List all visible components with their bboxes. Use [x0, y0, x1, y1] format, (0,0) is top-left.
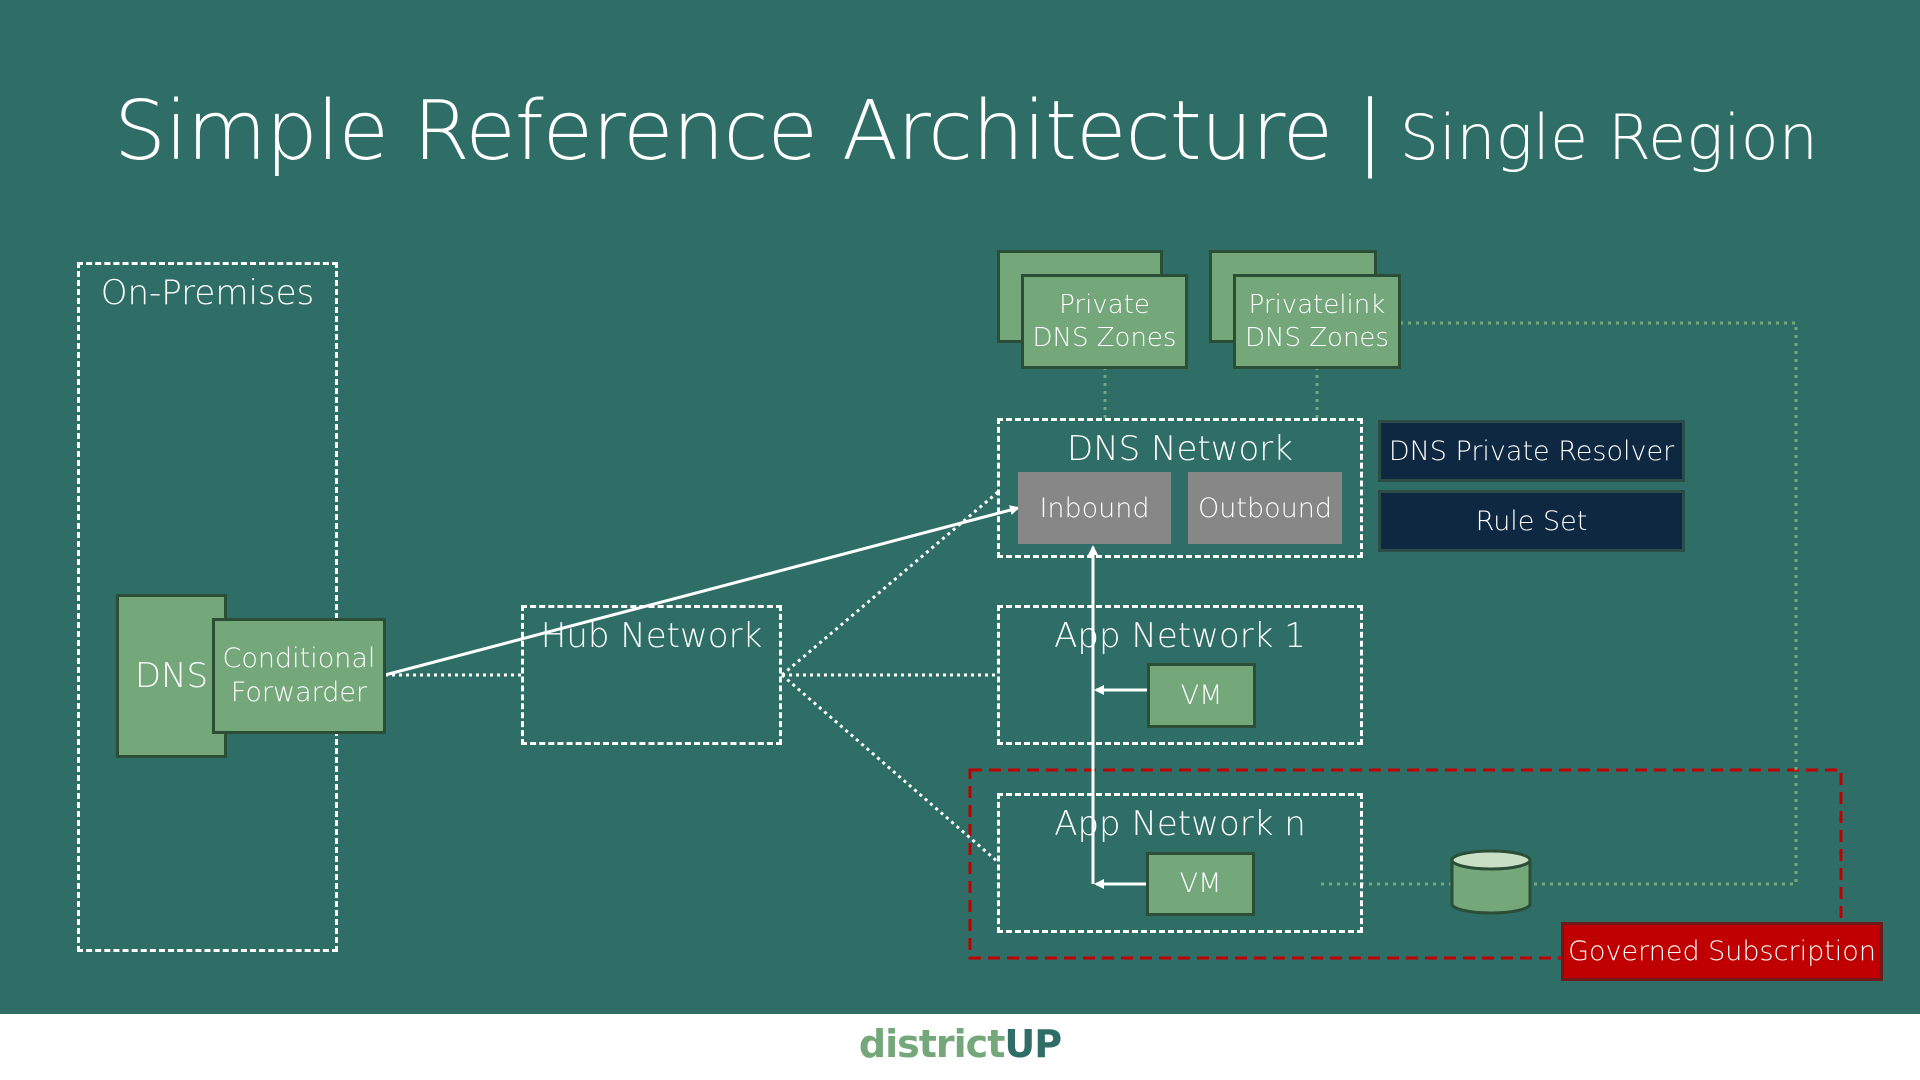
forwarder-line2: Forwarder	[230, 677, 368, 708]
dns-network-label: DNS Network	[1067, 429, 1293, 469]
outbound-endpoint: Outbound	[1188, 472, 1342, 544]
forwarder-inbound-arrow	[384, 505, 1020, 677]
logo-part-district: district	[858, 1022, 1005, 1066]
dns-private-resolver: DNS Private Resolver	[1378, 420, 1685, 482]
privatelink-dns-zones: Privatelink DNS Zones	[1233, 274, 1401, 369]
on-premises-label: On-Premises	[100, 273, 315, 313]
private-dns-zones: Private DNS Zones	[1021, 274, 1188, 369]
inbound-endpoint: Inbound	[1018, 472, 1171, 544]
dns-server: DNS	[116, 594, 227, 758]
private-dns-line2: DNS Zones	[1032, 322, 1177, 353]
title-subtitle: Single Region	[1399, 101, 1818, 174]
privatelink-dns-line1: Privatelink	[1248, 290, 1386, 320]
connector-layer	[384, 321, 1843, 960]
dns-network-box: DNS Network	[997, 418, 1363, 558]
dns-server-label: DNS	[134, 655, 209, 696]
app-network-1-box: App Network 1	[997, 605, 1363, 745]
forwarder-line1: Conditional	[222, 643, 376, 675]
privatelink-dns-line2: DNS Zones	[1245, 322, 1389, 353]
conditional-forwarder: Conditional Forwarder	[212, 618, 386, 734]
on-premises-box: On-Premises	[77, 262, 338, 952]
slide: Simple Reference Architecture|Single Reg…	[0, 0, 1920, 1014]
page-title: Simple Reference Architecture|Single Reg…	[114, 84, 1818, 179]
governed-subscription-boundary	[968, 768, 1843, 960]
title-main: Simple Reference Architecture	[114, 84, 1333, 179]
hub-appn-peering	[781, 673, 999, 864]
app-network-1-label: App Network 1	[1054, 616, 1306, 656]
privatelink-storage-link	[1400, 321, 1798, 886]
vm-app-network-1: VM	[1147, 663, 1256, 728]
footer: districtUP	[0, 1014, 1920, 1080]
app-network-n-label: App Network n	[1054, 804, 1306, 844]
hub-network-box: Hub Network	[521, 605, 782, 745]
hub-network-label: Hub Network	[540, 616, 763, 656]
vm-app-network-n: VM	[1146, 852, 1255, 916]
hub-dns-peering	[781, 490, 999, 677]
title-separator: |	[1356, 84, 1384, 179]
app-network-n-box: App Network n	[997, 793, 1363, 933]
logo-part-up: UP	[1004, 1022, 1062, 1066]
database-icon	[1450, 849, 1532, 915]
private-dns-line1: Private	[1059, 290, 1150, 320]
district-up-logo: districtUP	[0, 1022, 1920, 1066]
rule-set: Rule Set	[1378, 490, 1685, 552]
governed-subscription-badge: Governed Subscription	[1561, 922, 1883, 981]
